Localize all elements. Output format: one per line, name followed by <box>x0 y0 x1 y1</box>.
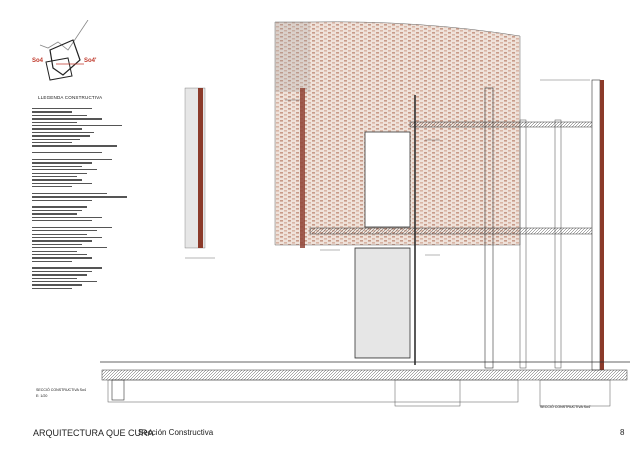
key-plan-icon <box>39 20 89 81</box>
legend-entry <box>32 142 72 144</box>
legend-entry <box>32 236 102 239</box>
legend-entry <box>32 213 77 215</box>
legend-entry <box>32 152 102 154</box>
upper-window <box>364 131 411 228</box>
legend-entry <box>32 209 82 212</box>
legend-entry <box>32 281 97 283</box>
legend-entry <box>32 162 92 164</box>
legend-entry <box>32 121 77 123</box>
legend-entry <box>32 274 87 276</box>
legend-entry <box>32 250 77 252</box>
legend-title: LLEGENDA CONSTRUCTIVA <box>38 95 103 100</box>
key-plan-label-right: So4' <box>84 58 97 64</box>
legend-entry <box>32 240 92 242</box>
legend-entry <box>32 145 117 147</box>
page-number: 8 <box>620 428 625 437</box>
footer-section-title: Sección Constructiva <box>138 428 214 437</box>
legend-entry <box>32 192 107 195</box>
legend-entry <box>32 199 92 201</box>
legend-entries <box>32 106 142 291</box>
legend-entry <box>32 179 82 181</box>
legend-entry <box>32 267 102 269</box>
key-plan-label-left: So4 <box>32 58 44 64</box>
legend-entry <box>32 131 94 134</box>
legend-entry <box>32 114 87 117</box>
section-label-right: SECCIÓ CONSTRUCTIVA So4' <box>540 405 591 409</box>
legend-entry <box>32 186 72 188</box>
legend-entry <box>32 226 112 229</box>
legend-entry <box>32 128 82 130</box>
legend-entry <box>32 135 90 137</box>
legend-entry <box>32 233 87 235</box>
legend-entry <box>32 118 102 120</box>
legend-entry <box>32 172 87 174</box>
facade-edge <box>275 22 310 92</box>
section-label-left: SECCIÓ CONSTRUCTIVA So4 <box>36 388 87 392</box>
legend-entry <box>32 196 127 198</box>
legend-entry <box>32 108 92 110</box>
legend-entry <box>32 253 87 256</box>
legend-entry <box>32 247 107 249</box>
legend-entry <box>32 206 87 208</box>
legend-entry <box>32 175 77 178</box>
legend-entry <box>32 270 92 273</box>
legend-entry <box>32 125 122 127</box>
legend-entry <box>32 260 72 262</box>
legend-entry <box>32 287 72 290</box>
legend-entry <box>32 277 77 279</box>
legend-entry <box>32 243 82 246</box>
section-scale-left: E: 1/20 <box>36 394 48 398</box>
legend-entry <box>32 169 97 171</box>
legend-entry <box>32 111 72 113</box>
legend-entry <box>32 230 97 232</box>
legend-entry <box>32 257 92 259</box>
legend-entry <box>32 216 102 218</box>
construction-section-drawing <box>100 21 630 407</box>
legend-entry <box>32 165 82 168</box>
legend-entry <box>32 219 92 222</box>
footer-project-title: ARQUITECTURA QUE CURA <box>33 428 154 438</box>
legend-entry <box>32 284 82 286</box>
lower-window <box>354 247 411 359</box>
legend-entry <box>32 138 80 140</box>
legend-entry <box>32 182 92 184</box>
legend-entry <box>32 158 112 161</box>
